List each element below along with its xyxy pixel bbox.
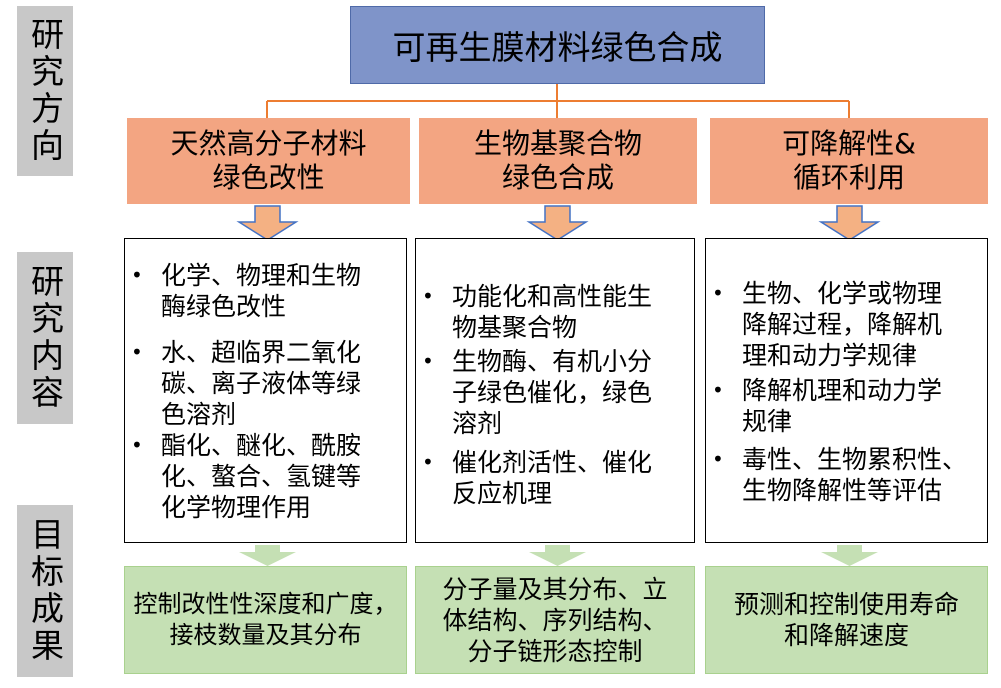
list-item: 酯化、醚化、酰胺 化、螯合、氢键等 化学物理作用: [161, 430, 361, 523]
list-item-line: 降解机理和动力学: [742, 376, 943, 405]
list-item-line: 功能化和高性能生: [452, 282, 653, 311]
result-line: 体结构、序列结构、: [442, 605, 668, 635]
down-arrow-orange: [818, 205, 881, 241]
list-item-line: 反应机理: [452, 479, 553, 508]
list-item-line: 化、螯合、氢键等: [161, 462, 362, 491]
result-box-biobased-polymer: 分子量及其分布、立 体结构、序列结构、 分子链形态控制: [415, 566, 695, 674]
bullet: •: [712, 281, 724, 305]
category-line1: 天然高分子材料: [170, 127, 367, 160]
result-line: 预测和控制使用寿命: [733, 590, 959, 619]
list-item-line: 规律: [742, 407, 793, 436]
result-line: 控制改性性深度和广度，: [133, 590, 398, 618]
list-item-line: 碳、离子液体等绿: [161, 369, 362, 398]
list-item-line: 化学、物理和生物: [161, 261, 362, 290]
category-line2: 循环利用: [792, 161, 905, 194]
list-item-line: 催化剂活性、催化: [452, 448, 653, 477]
category-line1: 可降解性&: [782, 127, 916, 160]
list-item-line: 生物、化学或物理: [742, 279, 943, 308]
result-line: 分子链形态控制: [467, 636, 643, 666]
bullet: •: [422, 284, 434, 308]
bullet: •: [422, 450, 434, 474]
list-item-line: 降解过程，降解机: [742, 310, 943, 339]
down-arrow-green: [529, 545, 586, 566]
bullet: •: [712, 378, 724, 402]
list-item: 化学、物理和生物 酶绿色改性: [161, 260, 361, 322]
result-box-natural-polymer: 控制改性性深度和广度， 接枝数量及其分布: [124, 566, 407, 674]
result-line: 分子量及其分布、立: [442, 574, 668, 604]
list-item-line: 理和动力学规律: [742, 341, 918, 370]
list-item: 催化剂活性、催化 反应机理: [452, 447, 652, 509]
side-label-target-results: 目标成果: [17, 505, 73, 677]
list-item-line: 酯化、醚化、酰胺: [161, 431, 362, 460]
list-item: 水、超临界二氧化 碳、离子液体等绿 色溶剂: [161, 337, 361, 430]
list-item-line: 物基聚合物: [452, 313, 578, 342]
bullet: •: [422, 349, 434, 373]
category-line2: 绿色合成: [501, 161, 614, 194]
main-title: 可再生膜材料绿色合成: [392, 28, 723, 67]
content-box-natural-polymer: • 化学、物理和生物 酶绿色改性 • 水、超临界二氧化 碳、离子液体等绿 色溶剂…: [124, 238, 407, 543]
category-line1: 生物基聚合物: [473, 127, 642, 160]
result-line: 和降解速度: [783, 621, 909, 650]
bullet: •: [131, 263, 143, 287]
category-line2: 绿色改性: [212, 161, 325, 194]
list-item-line: 毒性、生物累积性、: [742, 445, 968, 474]
category-box-biobased-polymer: 生物基聚合物 绿色合成: [419, 118, 697, 204]
down-arrow-green: [239, 545, 296, 566]
result-box-degradability: 预测和控制使用寿命 和降解速度: [705, 566, 988, 674]
bullet: •: [131, 433, 143, 457]
list-item-line: 化学物理作用: [161, 493, 312, 522]
side-label-text: 研究方向: [25, 17, 65, 165]
content-box-degradability: • 生物、化学或物理 降解过程，降解机 理和动力学规律 • 降解机理和动力学 规…: [705, 238, 988, 543]
content-box-biobased-polymer: • 功能化和高性能生 物基聚合物 • 生物酶、有机小分 子绿色催化，绿色 溶剂 …: [415, 238, 695, 543]
list-item-line: 色溶剂: [161, 400, 237, 429]
category-box-degradability: 可降解性& 循环利用: [710, 118, 988, 204]
result-line: 接枝数量及其分布: [169, 621, 362, 649]
bullet: •: [131, 340, 143, 364]
list-item: 功能化和高性能生 物基聚合物: [452, 281, 652, 343]
list-item: 毒性、生物累积性、 生物降解性等评估: [742, 444, 967, 506]
down-arrow-orange: [526, 205, 589, 241]
list-item: 生物、化学或物理 降解过程，降解机 理和动力学规律: [742, 278, 942, 371]
side-label-text: 目标成果: [25, 517, 65, 665]
list-item-line: 生物降解性等评估: [742, 476, 943, 505]
side-label-research-direction: 研究方向: [17, 6, 73, 176]
list-item-line: 溶剂: [452, 409, 503, 438]
list-item: 降解机理和动力学 规律: [742, 375, 942, 437]
down-arrow-orange: [236, 205, 299, 241]
list-item-line: 酶绿色改性: [161, 292, 287, 321]
list-item: 生物酶、有机小分 子绿色催化，绿色 溶剂: [452, 346, 652, 439]
side-label-research-content: 研究内容: [17, 252, 73, 424]
list-item-line: 子绿色催化，绿色: [452, 378, 653, 407]
down-arrow-green: [821, 545, 878, 566]
main-title-box: 可再生膜材料绿色合成: [350, 6, 765, 84]
list-item-line: 生物酶、有机小分: [452, 347, 653, 376]
list-item-line: 水、超临界二氧化: [161, 338, 362, 367]
category-box-natural-polymer: 天然高分子材料 绿色改性: [127, 118, 410, 204]
side-label-text: 研究内容: [25, 264, 65, 412]
bullet: •: [712, 447, 724, 471]
